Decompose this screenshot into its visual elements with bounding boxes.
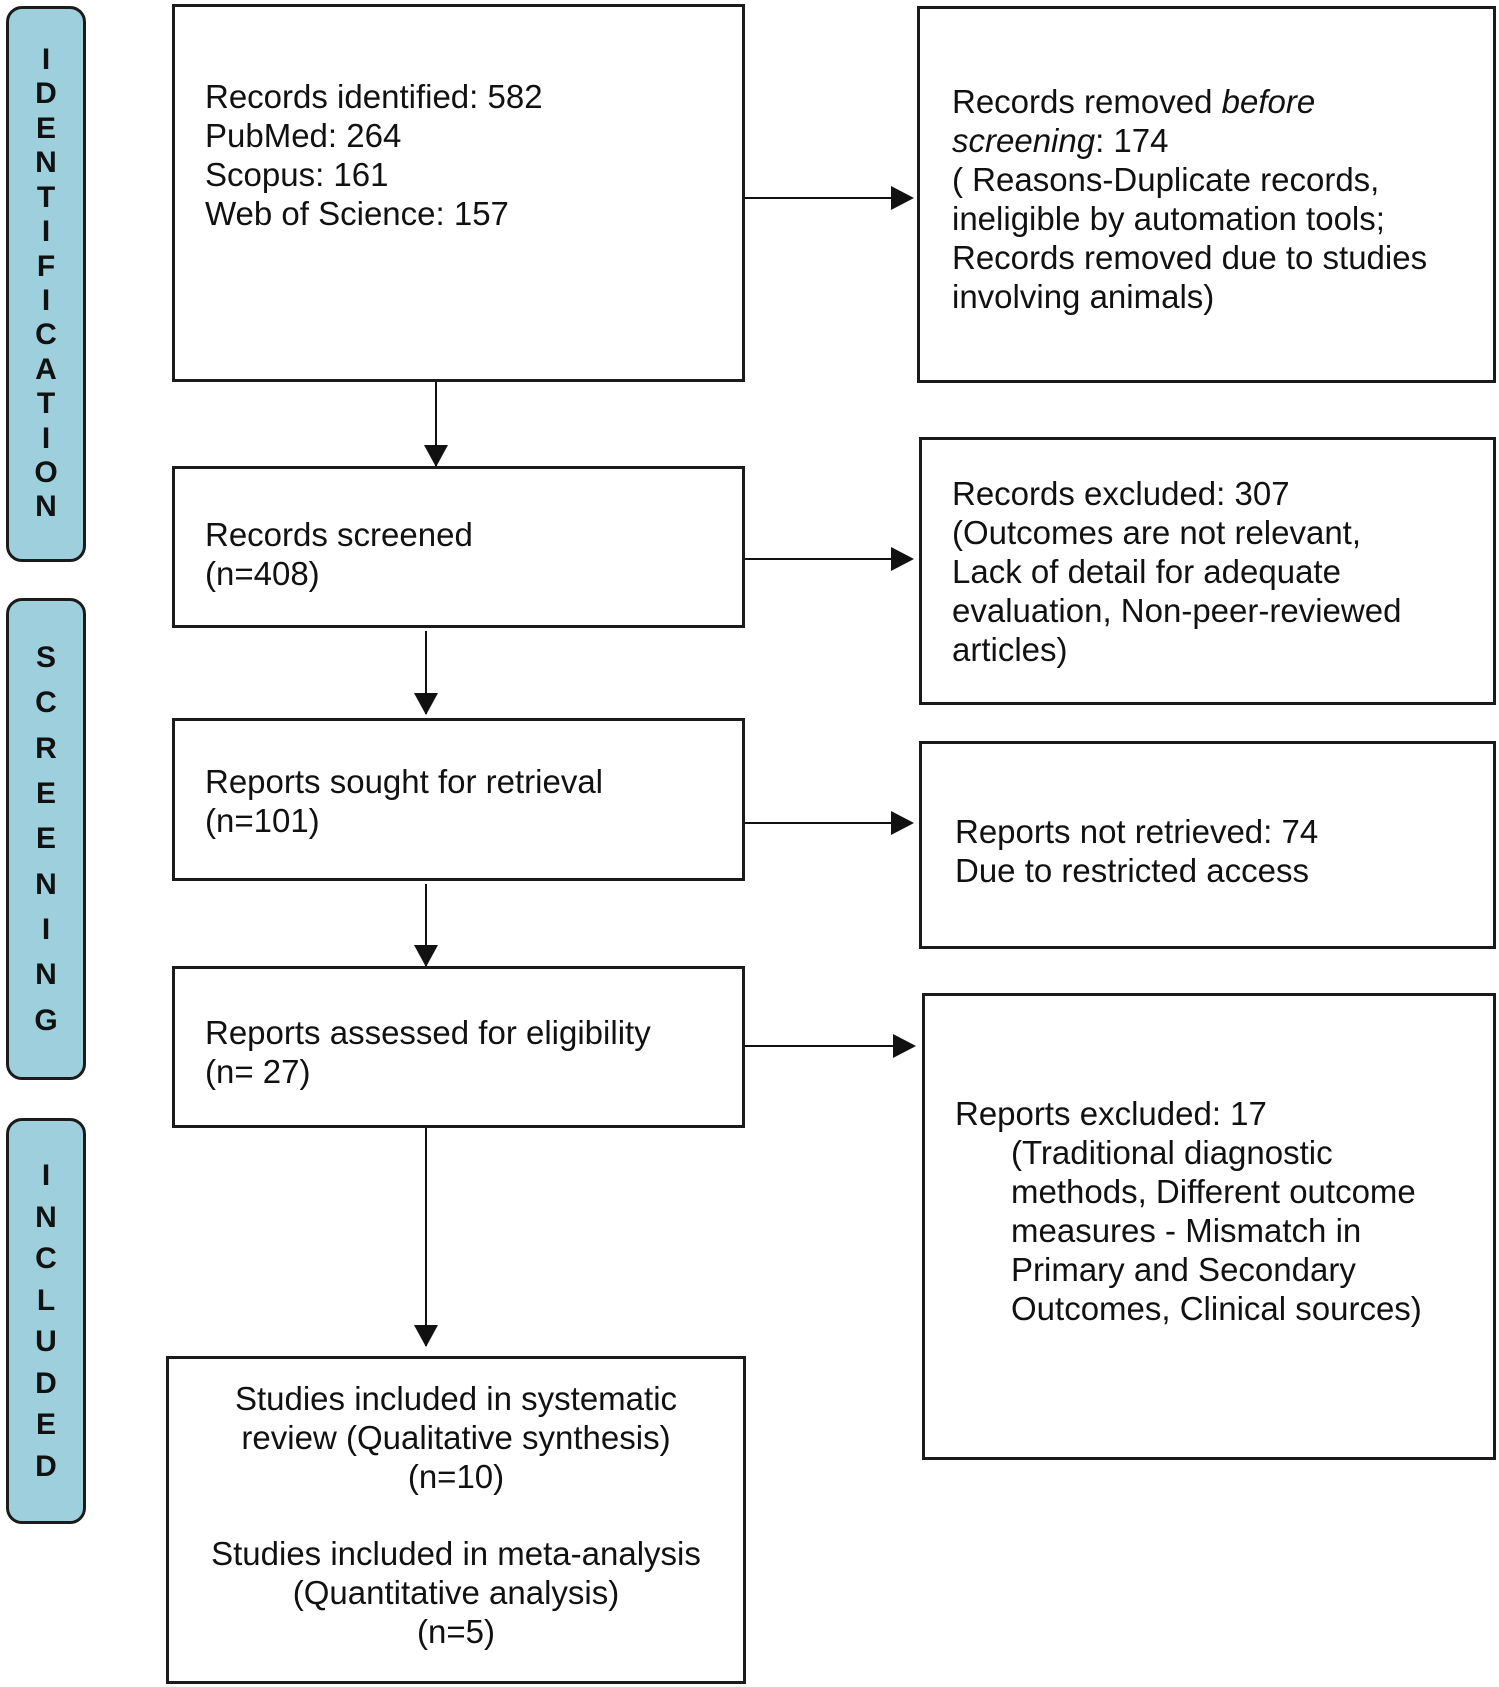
phase-letter: D: [35, 1366, 57, 1400]
records-removed-screening: screening: [952, 122, 1096, 159]
reports-excluded-reason-1: (Traditional diagnostic: [1011, 1134, 1333, 1171]
records-removed-heading: Records removed before: [952, 82, 1493, 121]
reports-not-retrieved-count: Reports not retrieved: 74: [955, 813, 1319, 850]
records-removed-label: Records removed: [952, 83, 1222, 120]
records-excluded-box: Records excluded: 307 (Outcomes are not …: [919, 437, 1496, 705]
reports-sought-box: Reports sought for retrieval (n=101): [172, 718, 745, 881]
phase-letter: N: [35, 867, 57, 901]
records-screened-label: Records screened: [205, 516, 473, 553]
phase-letter: N: [35, 958, 57, 992]
records-excluded-reason-1: (Outcomes are not relevant,: [952, 514, 1362, 551]
studies-included-systematic-count: (n=10): [407, 1458, 505, 1495]
phase-letter: C: [35, 318, 57, 352]
reports-excluded-reason-2: methods, Different outcome: [1011, 1173, 1416, 1210]
records-removed-before: before: [1221, 83, 1316, 120]
studies-included-meta-label: Studies included in meta-analysis: [211, 1535, 701, 1572]
studies-included-systematic-label: Studies included in systematic: [234, 1380, 678, 1417]
phase-letter: L: [36, 1283, 56, 1317]
phase-letter: T: [36, 180, 56, 214]
reports-excluded-count: Reports excluded: 17: [955, 1095, 1267, 1132]
phase-letter: O: [34, 456, 58, 490]
reports-sought-label: Reports sought for retrieval: [205, 763, 604, 800]
arrowhead-identified-to-removed: [891, 186, 914, 210]
records-excluded-reason-2: Lack of detail for adequate: [952, 553, 1341, 590]
arrowhead-sought-to-assessed: [414, 945, 438, 967]
phase-letter: I: [41, 215, 51, 249]
records-screened-box: Records screened (n=408): [172, 466, 745, 628]
reports-excluded-reason-5: Outcomes, Clinical sources): [1011, 1290, 1422, 1327]
studies-included-meta-label-2: (Quantitative analysis): [292, 1574, 620, 1611]
phase-letter: I: [41, 1159, 51, 1192]
reports-excluded-reason-3: measures - Mismatch in: [1011, 1212, 1362, 1249]
reports-sought-count: (n=101): [205, 802, 320, 839]
phase-letter: D: [35, 77, 57, 111]
phase-letter: D: [35, 1449, 57, 1483]
reports-assessed-count: (n= 27): [205, 1053, 311, 1090]
phase-letter: E: [35, 776, 56, 810]
records-identified-total: Records identified: 582: [205, 78, 543, 115]
reports-assessed-label: Reports assessed for eligibility: [205, 1014, 651, 1051]
arrowhead-screened-to-sought: [414, 693, 438, 715]
reports-not-retrieved-reason: Due to restricted access: [955, 852, 1309, 889]
reports-not-retrieved-box: Reports not retrieved: 74 Due to restric…: [919, 741, 1496, 949]
phase-letter: G: [34, 1003, 58, 1037]
phase-letter: N: [35, 1200, 57, 1234]
records-excluded-reason-3: evaluation, Non-peer-reviewed: [952, 592, 1402, 629]
phase-letter: R: [35, 731, 57, 765]
phase-letter: I: [41, 283, 51, 317]
phase-letter: I: [41, 43, 51, 76]
studies-included-meta-count: (n=5): [417, 1613, 495, 1650]
phase-letter: C: [35, 1242, 57, 1275]
records-identified-wos: Web of Science: 157: [205, 195, 509, 232]
studies-included-systematic-label-2: review (Qualitative synthesis): [241, 1419, 671, 1456]
phase-letter: T: [36, 387, 56, 421]
phase-letter: E: [35, 822, 56, 856]
records-identified-scopus: Scopus: 161: [205, 156, 389, 193]
phase-letter: E: [35, 111, 56, 145]
records-removed-reason-4: involving animals): [952, 278, 1215, 315]
records-identified-box: Records identified: 582 PubMed: 264 Scop…: [172, 4, 745, 382]
phase-letter: S: [35, 641, 56, 674]
phase-letter: I: [41, 912, 51, 946]
records-excluded-reason-4: articles): [952, 631, 1068, 668]
arrowhead-screened-to-excluded: [891, 547, 914, 571]
phase-letter: F: [36, 249, 56, 283]
phase-letter: N: [35, 490, 57, 524]
records-removed-reason-2: ineligible by automation tools;: [952, 200, 1385, 237]
phase-letter: C: [35, 686, 57, 720]
records-screened-count: (n=408): [205, 555, 320, 592]
records-removed-number: : 174: [1095, 122, 1169, 159]
reports-excluded-box: Reports excluded: 17 (Traditional diagno…: [922, 993, 1496, 1460]
arrowhead-sought-to-not-retrieved: [891, 811, 914, 835]
reports-excluded-reason-4: Primary and Secondary: [1011, 1251, 1356, 1288]
reports-assessed-box: Reports assessed for eligibility (n= 27): [172, 966, 745, 1128]
records-removed-count: screening: 174: [952, 121, 1493, 160]
studies-included-spacer: [169, 1496, 743, 1534]
records-removed-reason-3: Records removed due to studies: [952, 239, 1428, 276]
studies-included-box: Studies included in systematic review (Q…: [166, 1356, 746, 1684]
phase-letter: N: [35, 146, 57, 180]
arrowhead-assessed-to-included: [414, 1325, 438, 1347]
records-identified-pubmed: PubMed: 264: [205, 117, 402, 154]
phase-letter: I: [41, 421, 51, 455]
phase-letter: E: [35, 1408, 56, 1441]
records-excluded-count: Records excluded: 307: [952, 475, 1290, 512]
records-removed-reason-1: ( Reasons-Duplicate records,: [952, 161, 1380, 198]
phase-letter: A: [35, 352, 57, 386]
phase-letter: U: [35, 1325, 57, 1358]
arrowhead-assessed-to-excluded: [893, 1034, 916, 1058]
records-removed-box: Records removed before screening: 174 ( …: [917, 6, 1496, 383]
arrowhead-identified-to-screened: [424, 445, 448, 467]
